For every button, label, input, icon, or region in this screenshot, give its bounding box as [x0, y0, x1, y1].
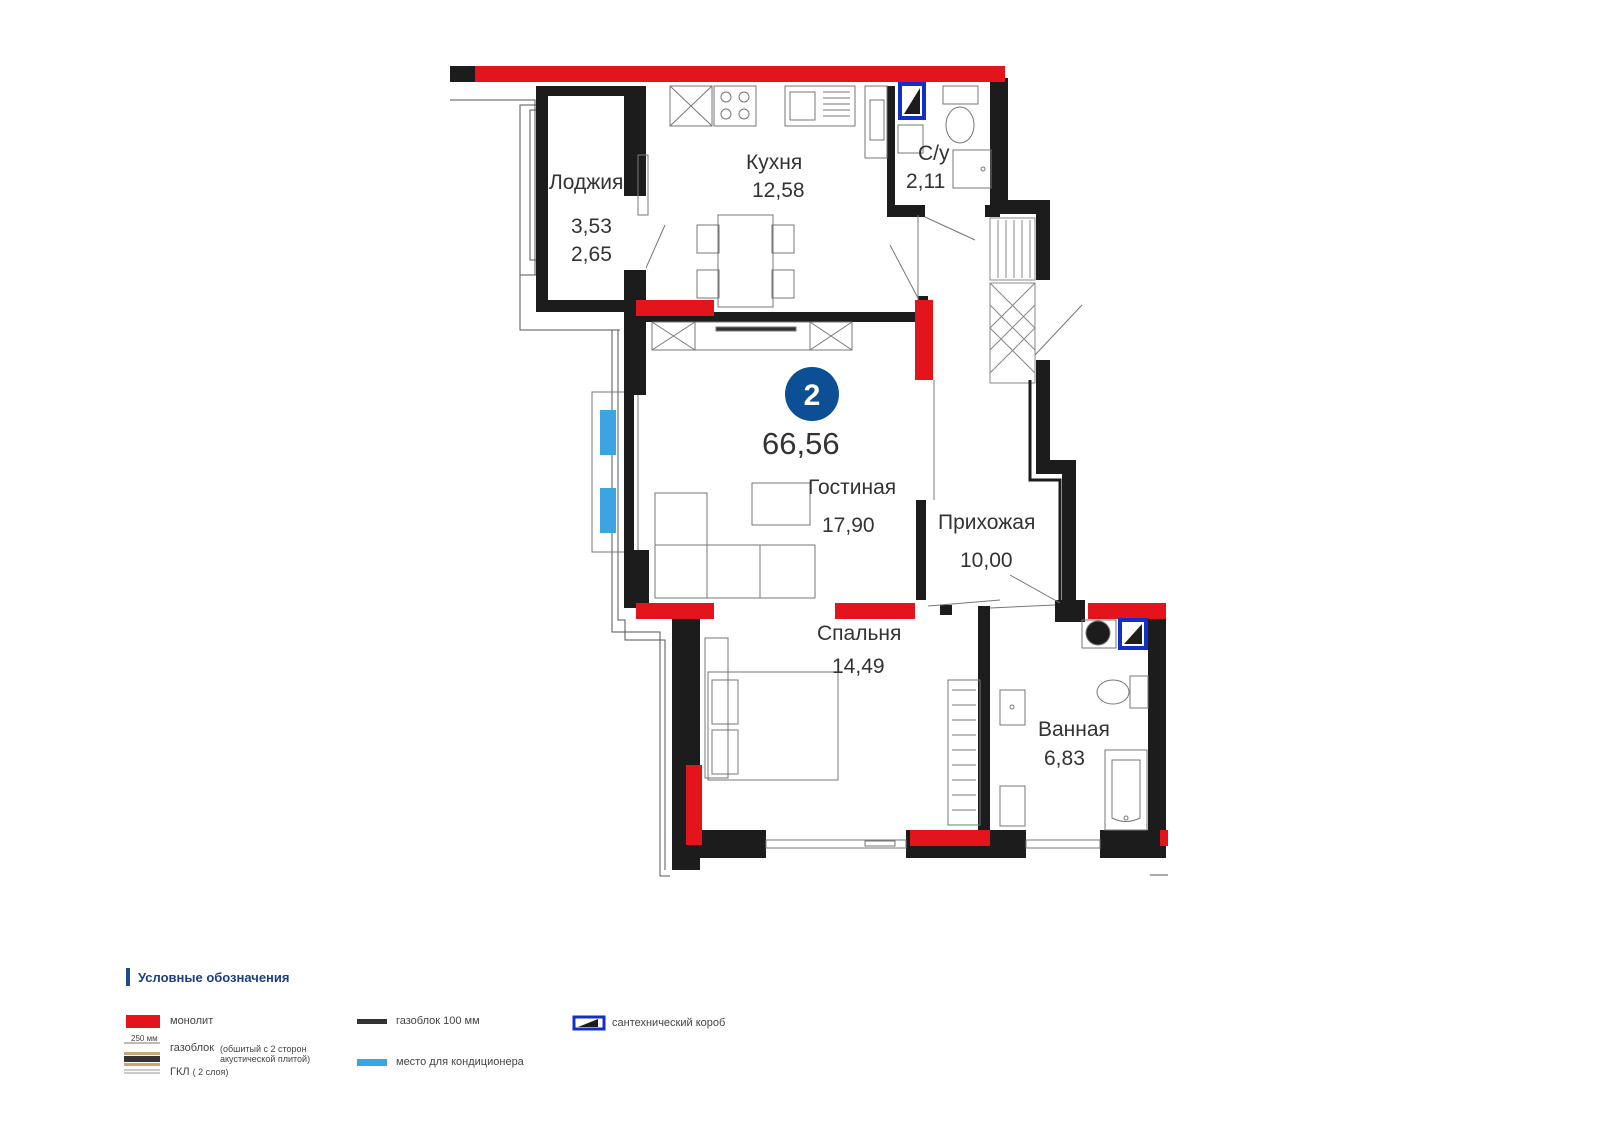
bathroom-fixtures	[999, 619, 1149, 849]
bedroom-area: 14,49	[832, 655, 885, 678]
total-area: 66,56	[762, 426, 840, 461]
rooms-count: 2	[804, 379, 821, 412]
wc-name: С/у	[918, 142, 950, 165]
legend-gkl-note: ( 2 слоя)	[192, 1067, 229, 1077]
legend-monolith-swatch	[126, 1015, 160, 1028]
ac-unit-2	[600, 488, 616, 533]
ac-unit-1	[600, 410, 616, 455]
legend-gkl-label: ГКЛ ( 2 слоя)	[170, 1066, 228, 1078]
legend-ac-label: место для кондиционера	[396, 1056, 524, 1068]
legend-dim-250: 250 мм	[131, 1034, 158, 1043]
wc-fixtures	[889, 85, 1083, 356]
rooms-count-badge	[785, 367, 839, 421]
legend-ac-swatch	[357, 1059, 387, 1066]
room-labels: Лоджия 3,53 2,65 Кухня 12,58 С/у 2,11 2 …	[549, 142, 1110, 770]
hall-wardrobe	[989, 217, 1036, 384]
bathroom-area: 6,83	[1044, 747, 1085, 770]
loggia-outline	[450, 99, 1168, 877]
kitchen-furniture	[637, 85, 888, 308]
legend-lined-note: (обшитый с 2 сторон акустической плитой)	[220, 1044, 311, 1064]
bedroom-name: Спальня	[817, 622, 901, 645]
loggia-area-1: 3,53	[571, 215, 612, 238]
legend-lined-label: газоблок	[170, 1042, 214, 1054]
bathroom-name: Ванная	[1038, 718, 1110, 741]
legend-gkl-name: ГКЛ	[170, 1066, 190, 1078]
legend-plumbing-swatch	[572, 1015, 606, 1031]
plumbing-box	[898, 82, 1148, 650]
legend-accent-bar	[126, 968, 130, 986]
wc-area: 2,11	[906, 170, 945, 193]
hall-name: Прихожая	[938, 511, 1035, 534]
legend-symbols	[124, 1015, 606, 1074]
monolith	[475, 66, 1168, 846]
legend-gasblock-swatch	[357, 1019, 387, 1024]
legend-monolith-label: монолит	[170, 1015, 214, 1027]
bedroom-furniture	[704, 574, 1061, 849]
legend-lined-name: газоблок	[170, 1042, 215, 1054]
living-area: 17,90	[822, 514, 875, 537]
legend-title: Условные обозначения	[138, 970, 290, 985]
hall-area: 10,00	[960, 549, 1013, 572]
kitchen-area: 12,58	[752, 179, 805, 202]
kitchen-name: Кухня	[746, 151, 802, 174]
loggia-name: Лоджия	[549, 171, 623, 194]
loggia-area-2: 2,65	[571, 243, 612, 266]
legend-plumbing-label: сантехнический короб	[612, 1017, 726, 1029]
legend-gasblock-label: газоблок 100 мм	[396, 1015, 480, 1027]
legend-lined-swatch	[124, 1042, 160, 1074]
living-name: Гостиная	[808, 476, 896, 499]
living-furniture	[651, 321, 1001, 607]
hall-partition	[1028, 380, 1072, 600]
